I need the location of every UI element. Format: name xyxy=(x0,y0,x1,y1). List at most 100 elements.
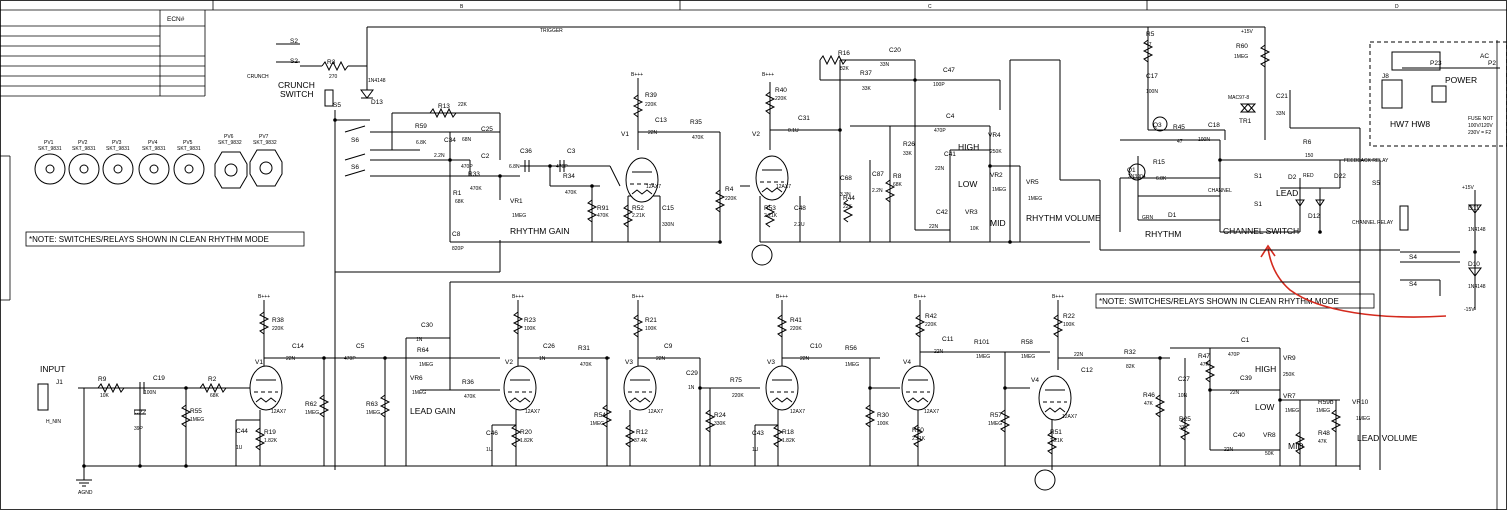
svg-text:PV3: PV3 xyxy=(112,140,122,146)
svg-text:37.4K: 37.4K xyxy=(634,438,648,444)
svg-text:12AX7: 12AX7 xyxy=(271,409,286,415)
svg-text:AGND: AGND xyxy=(78,490,93,496)
svg-text:C43: C43 xyxy=(752,430,764,437)
svg-text:S4: S4 xyxy=(1409,254,1417,261)
svg-text:B+++: B+++ xyxy=(762,72,774,78)
svg-text:33N: 33N xyxy=(880,62,890,68)
svg-text:R19: R19 xyxy=(264,429,276,436)
svg-text:22N: 22N xyxy=(935,166,945,172)
svg-text:SKT_9831: SKT_9831 xyxy=(106,146,130,152)
socket-pv5: PV5 SKT_9831 xyxy=(173,140,205,185)
svg-text:68K: 68K xyxy=(210,393,220,399)
channel-switch-label: CHANNEL SWITCH xyxy=(1223,226,1299,236)
svg-text:V2: V2 xyxy=(505,359,513,366)
svg-text:1MEG: 1MEG xyxy=(305,410,319,416)
high-label-lead: HIGH xyxy=(1255,364,1276,374)
svg-text:S1: S1 xyxy=(1254,173,1262,180)
svg-text:C13: C13 xyxy=(655,117,667,124)
svg-text:C2: C2 xyxy=(481,153,490,160)
svg-text:SKT_9831: SKT_9831 xyxy=(142,146,166,152)
svg-text:100V/120V: 100V/120V xyxy=(1468,123,1493,129)
svg-text:C20: C20 xyxy=(889,47,901,54)
svg-text:2.2U: 2.2U xyxy=(794,222,805,228)
svg-text:82K: 82K xyxy=(840,66,850,72)
svg-text:3.3N: 3.3N xyxy=(840,192,851,198)
svg-text:V3: V3 xyxy=(625,359,633,366)
svg-text:R9: R9 xyxy=(98,376,107,383)
svg-text:470P: 470P xyxy=(1228,352,1240,358)
svg-text:S5: S5 xyxy=(333,102,341,109)
junction-dots xyxy=(82,78,1477,468)
svg-text:330N: 330N xyxy=(662,222,674,228)
svg-text:R3: R3 xyxy=(327,59,336,66)
svg-text:12AX7: 12AX7 xyxy=(1062,414,1077,420)
svg-text:2.21K: 2.21K xyxy=(912,436,926,442)
svg-text:SKT_9832: SKT_9832 xyxy=(253,140,277,146)
svg-text:C3: C3 xyxy=(567,148,576,155)
svg-text:1MEG: 1MEG xyxy=(1028,196,1042,202)
svg-text:1MEG: 1MEG xyxy=(1285,408,1299,414)
svg-text:100N: 100N xyxy=(144,390,156,396)
svg-text:22N: 22N xyxy=(286,356,296,362)
lead-label: LEAD xyxy=(1276,188,1298,198)
svg-text:R45: R45 xyxy=(1173,124,1185,131)
svg-text:1MEG: 1MEG xyxy=(1356,416,1370,422)
svg-text:470K: 470K xyxy=(597,213,609,219)
svg-text:10K: 10K xyxy=(970,226,980,232)
rhythm-gain-label: RHYTHM GAIN xyxy=(510,226,570,236)
svg-text:47: 47 xyxy=(1177,139,1183,145)
svg-text:R24: R24 xyxy=(714,412,726,419)
svg-text:R12: R12 xyxy=(636,429,648,436)
svg-text:R1: R1 xyxy=(453,190,462,197)
svg-text:B+++: B+++ xyxy=(914,294,926,300)
svg-text:R5: R5 xyxy=(1146,31,1155,38)
svg-text:D22: D22 xyxy=(1334,173,1346,180)
svg-text:22N: 22N xyxy=(1224,447,1234,453)
svg-text:100K: 100K xyxy=(1063,322,1075,328)
svg-text:-15V: -15V xyxy=(1464,307,1475,313)
svg-text:2.21K: 2.21K xyxy=(764,213,778,219)
socket-pv1: PV1 SKT_9831 xyxy=(34,140,66,185)
svg-text:C47: C47 xyxy=(943,67,955,74)
svg-text:470P: 470P xyxy=(461,164,473,170)
svg-text:R91: R91 xyxy=(597,205,609,212)
svg-text:RED: RED xyxy=(1303,173,1314,179)
svg-text:*NOTE: SWITCHES/RELAYS SHOWN I: *NOTE: SWITCHES/RELAYS SHOWN IN CLEAN RH… xyxy=(29,235,269,244)
svg-text:100K: 100K xyxy=(877,421,889,427)
svg-text:R18: R18 xyxy=(782,429,794,436)
tubes: V1 12AX7 V2 12AX7 V1 12AX7 V2 12AX7 xyxy=(76,131,1077,491)
svg-text:22N: 22N xyxy=(929,224,939,230)
tube-v3-lead-b: V3 12AX7 xyxy=(765,359,805,415)
svg-text:22N: 22N xyxy=(656,356,666,362)
svg-text:1N4148: 1N4148 xyxy=(1468,227,1486,233)
svg-text:D11: D11 xyxy=(1468,205,1480,212)
svg-text:R75: R75 xyxy=(730,377,742,384)
high-label-rhythm: HIGH xyxy=(958,142,979,152)
socket-pv6: PV6 SKT_9832 xyxy=(214,134,248,189)
svg-text:SKT_9831: SKT_9831 xyxy=(72,146,96,152)
power-label: POWER xyxy=(1445,75,1477,85)
svg-text:1U: 1U xyxy=(236,445,243,451)
svg-text:820P: 820P xyxy=(452,246,464,252)
svg-text:6.8K: 6.8K xyxy=(416,140,427,146)
rhythm-volume-label: RHYTHM VOLUME xyxy=(1026,213,1101,223)
svg-text:220K: 220K xyxy=(775,96,787,102)
svg-text:R47: R47 xyxy=(1198,353,1210,360)
svg-text:6.8K: 6.8K xyxy=(1156,176,1167,182)
svg-text:CHANNEL RELAY: CHANNEL RELAY xyxy=(1352,220,1394,226)
svg-text:R58: R58 xyxy=(1021,339,1033,346)
svg-text:C10: C10 xyxy=(810,343,822,350)
svg-text:S2: S2 xyxy=(290,58,298,65)
svg-text:CHANNEL: CHANNEL xyxy=(1208,188,1232,194)
svg-text:1N: 1N xyxy=(539,356,546,362)
svg-text:D1: D1 xyxy=(1168,212,1177,219)
svg-text:220K: 220K xyxy=(272,326,284,332)
svg-text:1MEG: 1MEG xyxy=(1316,408,1330,414)
svg-text:VR7: VR7 xyxy=(1283,393,1296,400)
svg-text:R55: R55 xyxy=(190,408,202,415)
svg-text:D10: D10 xyxy=(1468,261,1480,268)
svg-text:1.82K: 1.82K xyxy=(782,438,796,444)
rhythm-label: RHYTHM xyxy=(1145,229,1181,239)
svg-text:C39: C39 xyxy=(1240,375,1252,382)
